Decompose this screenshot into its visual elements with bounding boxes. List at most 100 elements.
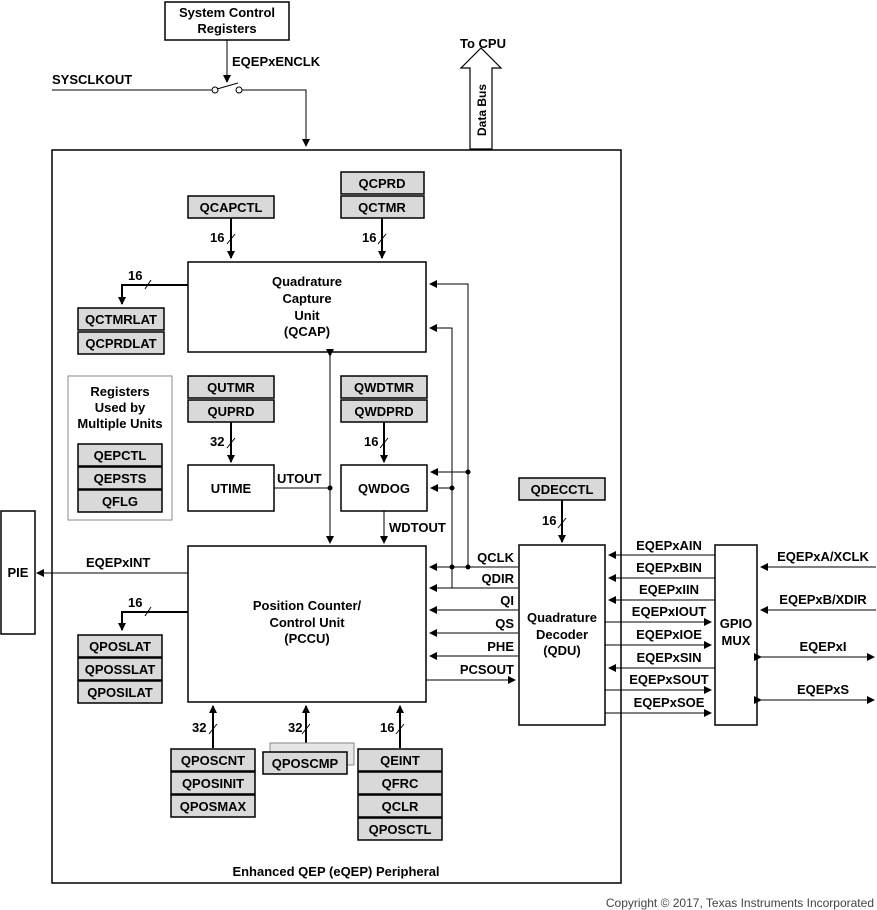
quprd-label: QUPRD xyxy=(208,404,255,419)
qposlat-register xyxy=(77,634,163,658)
bus-width-16: 16 xyxy=(362,230,376,245)
shared-title-1: Registers xyxy=(90,384,149,399)
qdu-block xyxy=(518,544,606,726)
qcap-latch-bus xyxy=(118,284,188,305)
qepsts-label: QEPSTS xyxy=(94,471,147,486)
qdu-label-2: Decoder xyxy=(536,627,588,642)
qwdprd-label: QWDPRD xyxy=(354,404,413,419)
qfrc-label: QFRC xyxy=(382,776,419,791)
bus-slash xyxy=(379,437,389,449)
bus-slash xyxy=(226,233,236,245)
eqepxiin-label: EQEPxIIN xyxy=(639,582,699,597)
system-control-registers-box xyxy=(164,1,290,41)
qflg-label: QFLG xyxy=(102,494,138,509)
qcapctl-label: QCAPCTL xyxy=(200,200,263,215)
qclk-label: QCLK xyxy=(477,550,514,565)
bus-slash xyxy=(208,723,218,735)
bus-slash xyxy=(226,437,236,449)
qposcmp-label: QPOSCMP xyxy=(272,756,339,771)
bus-width-16: 16 xyxy=(364,434,378,449)
bus-width-16: 16 xyxy=(542,513,556,528)
bus-width-32: 32 xyxy=(210,434,224,449)
qcprdlat-register xyxy=(77,331,165,355)
qposmax-register xyxy=(170,794,256,818)
bus-slash xyxy=(377,233,387,245)
bus-width-32: 32 xyxy=(288,720,302,735)
pccu-latch-bus xyxy=(118,611,188,631)
eqepxint-label: EQEPxINT xyxy=(86,555,150,570)
pie-label: PIE xyxy=(8,565,29,580)
bus-slash xyxy=(557,517,567,529)
qwdtmr-register xyxy=(340,375,428,399)
data-bus-arrow xyxy=(459,47,503,150)
qcap-label-2: Capture xyxy=(282,291,331,306)
bus-width-16: 16 xyxy=(128,268,142,283)
utout-label: UTOUT xyxy=(277,471,322,486)
data-bus-label: Data Bus xyxy=(475,84,489,136)
bus-width-16: 16 xyxy=(128,595,142,610)
eqepxb-xdir-label: EQEPxB/XDIR xyxy=(779,592,867,607)
wdtout-label: WDTOUT xyxy=(389,520,446,535)
qcap-label-4: (QCAP) xyxy=(284,324,330,339)
eqepxenclk-label: EQEPxENCLK xyxy=(232,54,321,69)
pccu-label-2: Control Unit xyxy=(269,615,345,630)
qdu-label-1: Quadrature xyxy=(527,610,597,625)
qs-label: QS xyxy=(495,616,514,631)
eqepxbin-label: EQEPxBIN xyxy=(636,560,702,575)
bus-width-16: 16 xyxy=(380,720,394,735)
gpio-label-1: GPIO xyxy=(720,616,753,631)
eqepxain-label: EQEPxAIN xyxy=(636,538,702,553)
qutmr-label: QUTMR xyxy=(207,380,255,395)
junction-dot xyxy=(449,485,455,491)
qposcnt-label: QPOSCNT xyxy=(181,753,245,768)
eqepxsin-label: EQEPxSIN xyxy=(636,650,701,665)
pccu-block xyxy=(187,545,427,703)
utime-label: UTIME xyxy=(211,481,252,496)
qcprdlat-label: QCPRDLAT xyxy=(85,336,156,351)
qutmr-register xyxy=(187,375,275,399)
eqepxioe-label: EQEPxIOE xyxy=(636,627,702,642)
qdir-to-qcap xyxy=(429,324,453,588)
qposctl-register xyxy=(357,817,443,841)
qposilat-register xyxy=(77,680,163,704)
qeint-register xyxy=(357,748,443,772)
clock-into-peripheral xyxy=(242,89,310,147)
eqepxa-xclk-label: EQEPxA/XCLK xyxy=(777,549,869,564)
bus-width-32: 32 xyxy=(192,720,206,735)
qposslat-register xyxy=(77,657,163,681)
eqepxsout-label: EQEPxSOUT xyxy=(629,672,709,687)
qepsts-register xyxy=(77,466,163,490)
qwdog-label: QWDOG xyxy=(358,481,410,496)
qepctl-register xyxy=(77,443,163,467)
qeint-label: QEINT xyxy=(380,753,420,768)
bus-slash xyxy=(301,723,311,735)
qposslat-label: QPOSSLAT xyxy=(85,662,156,677)
bus-width-16: 16 xyxy=(210,230,224,245)
qcprd-label: QCPRD xyxy=(359,176,406,191)
qi-label: QI xyxy=(500,593,514,608)
qposilat-label: QPOSILAT xyxy=(87,685,153,700)
qwdtmr-label: QWDTMR xyxy=(354,380,415,395)
eqepxsoe-label: EQEPxSOE xyxy=(634,695,705,710)
eqepxi-label: EQEPxI xyxy=(800,639,847,654)
qdecctl-label: QDECCTL xyxy=(531,482,594,497)
eqepxs-label: EQEPxS xyxy=(797,682,849,697)
switch-contact-right xyxy=(235,86,243,94)
sysclkout-label: SYSCLKOUT xyxy=(52,72,132,87)
peripheral-title: Enhanced QEP (eQEP) Peripheral xyxy=(232,864,439,879)
pie-box xyxy=(0,510,36,635)
system-control-label-2: Registers xyxy=(197,21,256,36)
qposmax-label: QPOSMAX xyxy=(180,799,247,814)
bus-slash xyxy=(144,279,152,290)
junction-dot xyxy=(465,469,471,475)
clock-switch xyxy=(216,82,239,90)
switch-contact-left xyxy=(211,86,219,94)
qctmr-label: QCTMR xyxy=(358,200,406,215)
qposinit-label: QPOSINIT xyxy=(182,776,244,791)
pccu-label-3: (PCCU) xyxy=(284,631,330,646)
gpio-mux-block xyxy=(714,544,758,726)
shared-title-2: Used by xyxy=(95,400,146,415)
to-cpu-label: To CPU xyxy=(460,36,506,51)
pccu-label-1: Position Counter/ xyxy=(253,598,362,613)
qposcmp-register xyxy=(262,751,348,775)
